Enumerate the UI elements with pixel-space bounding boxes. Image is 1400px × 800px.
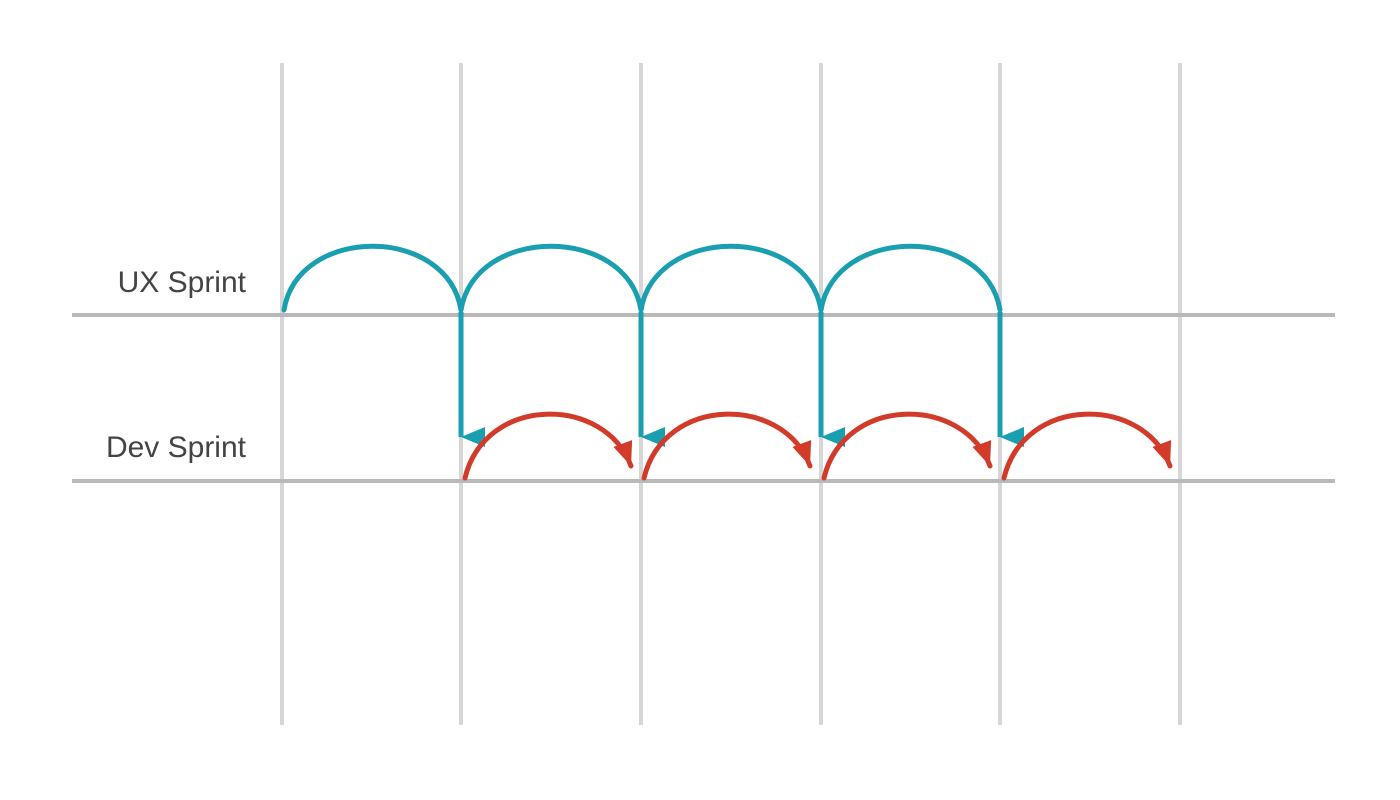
dev-sprint-arc-4	[1001, 411, 1173, 481]
handoff-arrows	[458, 312, 1024, 447]
grid-lines	[280, 63, 1182, 725]
ux-sprint-label: UX Sprint	[118, 266, 247, 299]
dev-sprint-arc-3	[821, 411, 993, 481]
dev-sprint-arc-1	[462, 411, 634, 481]
dev-sprint-arcs	[462, 411, 1173, 481]
ux-sprint-arc-4	[818, 243, 1003, 313]
ux-sprint-arcs	[281, 243, 1003, 313]
dev-sprint-arc-2	[641, 411, 813, 481]
ux-sprint-arc-2	[458, 243, 644, 313]
ux-sprint-arc-3	[638, 243, 824, 313]
dev-sprint-label: Dev Sprint	[106, 431, 247, 464]
ux-sprint-arc-1	[281, 243, 464, 313]
